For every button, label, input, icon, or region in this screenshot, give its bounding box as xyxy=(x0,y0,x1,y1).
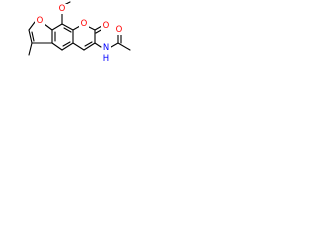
bond xyxy=(94,25,103,31)
bond-double xyxy=(62,41,71,47)
bond xyxy=(72,42,85,51)
furan-oxygen-label: O xyxy=(37,16,44,26)
molecule-diagram: O O O O N H O xyxy=(28,1,131,64)
bond xyxy=(72,25,81,31)
atom-labels: O O O O N H O xyxy=(35,4,124,64)
bond xyxy=(28,21,36,31)
bond xyxy=(61,23,74,31)
bond xyxy=(51,42,63,51)
carbonyl-oxygen-label: O xyxy=(103,21,110,31)
bond xyxy=(94,42,102,48)
acetyl-oxygen-label: O xyxy=(116,25,123,35)
amide-hydrogen-label: H xyxy=(103,54,109,64)
bond xyxy=(43,23,53,31)
bond xyxy=(83,42,96,51)
bond xyxy=(28,29,33,44)
bond-double xyxy=(31,31,35,42)
bond xyxy=(61,42,74,51)
bond xyxy=(28,42,33,56)
bond xyxy=(117,42,131,51)
bonds xyxy=(28,1,131,56)
bond xyxy=(51,23,63,31)
bond-double xyxy=(63,27,72,33)
bond-double xyxy=(84,41,93,47)
ring-oxygen-label: O xyxy=(81,19,88,29)
amide-nitrogen-label: N xyxy=(103,43,109,53)
methoxy-oxygen-label: O xyxy=(59,4,66,14)
bond xyxy=(110,42,119,48)
